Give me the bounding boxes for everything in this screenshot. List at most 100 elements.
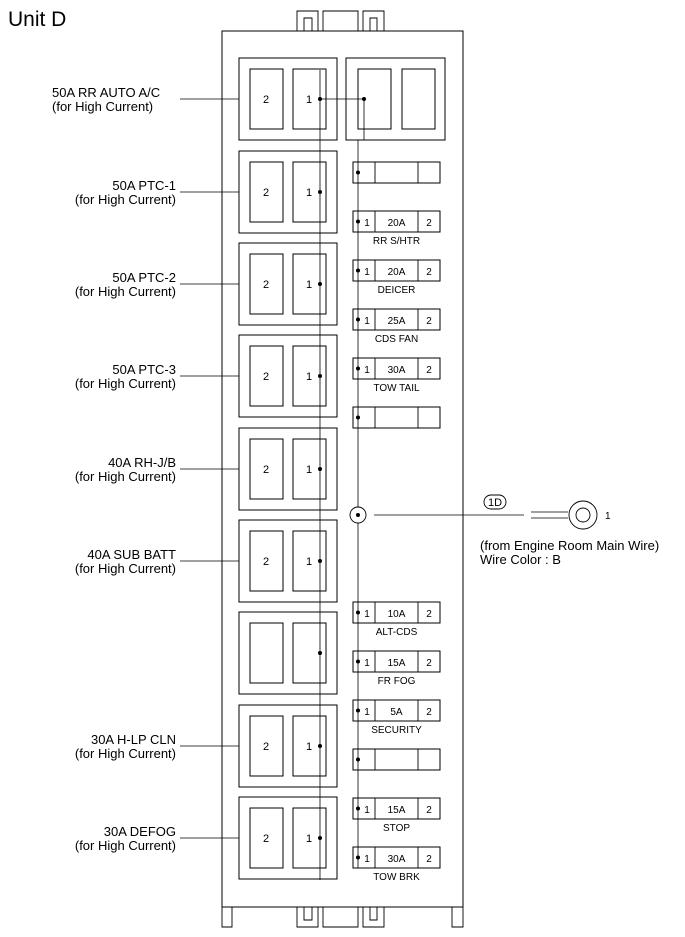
fuse-name: CDS FAN — [375, 334, 418, 345]
terminal-number: 2 — [263, 833, 269, 845]
fuse-amperage: 25A — [388, 316, 406, 327]
terminal-number: 1 — [364, 609, 370, 620]
terminal-number: 1 — [364, 658, 370, 669]
terminal-number: 2 — [426, 854, 432, 865]
bottom-latch-tab — [221, 907, 233, 928]
bus-wires — [319, 70, 365, 880]
terminal-number: 2 — [426, 707, 432, 718]
terminal-number: 1 — [306, 371, 312, 383]
fuse-sublabel: (for High Current) — [75, 561, 176, 576]
terminal-number: 1 — [364, 365, 370, 376]
large-fuse-terminal-2 — [249, 530, 284, 592]
terminal-number: 2 — [263, 464, 269, 476]
top-latch-tab — [362, 10, 385, 31]
ground-connector: 1D 1 (from Engine Room Main Wire) Wire C… — [349, 494, 659, 567]
fuse-label: 40A SUB BATT — [87, 547, 176, 562]
large-fuse-slot: 2 1 50A PTC-1(for High Current) — [75, 150, 338, 234]
fuse-sublabel: (for High Current) — [75, 192, 176, 207]
top-latch-tab — [296, 10, 319, 31]
large-fuse-terminal-2 — [249, 807, 284, 869]
bolt-terminal-dot — [356, 513, 360, 517]
large-fuse-terminal-2 — [249, 161, 284, 223]
terminal-number: 2 — [426, 267, 432, 278]
terminal-number: 1 — [364, 218, 370, 229]
terminal-number: 1 — [306, 187, 312, 199]
terminal-number: 2 — [426, 365, 432, 376]
terminal-number: 2 — [263, 279, 269, 291]
fuse-amperage: 20A — [388, 218, 406, 229]
connector-code-badge — [483, 494, 507, 510]
fuse-amperage: 15A — [388, 658, 406, 669]
terminal-number: 1 — [306, 279, 312, 291]
terminal-number: 1 — [364, 805, 370, 816]
small-fuse-slot — [352, 748, 441, 771]
fuse-sublabel: (for High Current) — [75, 746, 176, 761]
fuse-amperage: 10A — [388, 609, 406, 620]
fuse-sublabel: (for High Current) — [75, 376, 176, 391]
terminal-number: 2 — [263, 187, 269, 199]
terminal-number: 1 — [306, 556, 312, 568]
large-fuse-terminal-2 — [249, 438, 284, 500]
top-latch-tab — [322, 10, 359, 31]
fuse-name: STOP — [383, 823, 410, 834]
bottom-latch-tab — [322, 907, 359, 928]
fuse-name: FR FOG — [378, 676, 416, 687]
small-fuse-slot — [352, 406, 441, 429]
fuse-label: 50A PTC-3 — [112, 362, 176, 377]
fuse-label: 50A RR AUTO A/C — [52, 85, 160, 100]
fuse-amperage: 30A — [388, 365, 406, 376]
terminal-number: 2 — [426, 805, 432, 816]
connector-note-line1: (from Engine Room Main Wire) — [480, 538, 659, 553]
terminal-number: 2 — [263, 741, 269, 753]
top-latch-tab — [303, 17, 313, 31]
bottom-latch-tab — [362, 907, 385, 928]
small-fuse-body — [352, 161, 441, 184]
large-fuse-terminal-2 — [249, 622, 284, 684]
ring-terminal-hole — [575, 507, 591, 523]
terminal-number: 1 — [364, 854, 370, 865]
connector-code: 1D — [488, 497, 502, 509]
large-fuse-terminal-2 — [249, 715, 284, 777]
fuse-name: RR S/HTR — [373, 236, 420, 247]
fuse-label: 50A PTC-1 — [112, 178, 176, 193]
fuse-name: TOW TAIL — [373, 383, 420, 394]
fuse-sublabel: (for High Current) — [52, 99, 153, 114]
ring-terminal-pin: 1 — [605, 511, 611, 522]
large-fuse-terminal-1 — [292, 622, 327, 684]
terminal-number: 2 — [426, 316, 432, 327]
terminal-number: 1 — [364, 707, 370, 718]
bottom-latch-tab — [303, 907, 313, 921]
fuse-sublabel: (for High Current) — [75, 469, 176, 484]
fuse-amperage: 20A — [388, 267, 406, 278]
fuse-sublabel: (for High Current) — [75, 284, 176, 299]
terminal-number: 1 — [306, 741, 312, 753]
terminal-number: 1 — [306, 833, 312, 845]
fuse-sublabel: (for High Current) — [75, 838, 176, 853]
fuse-name: DEICER — [378, 285, 416, 296]
large-fuse-terminal-2 — [249, 68, 284, 130]
fuse-name: SECURITY — [371, 725, 422, 736]
terminal-number: 2 — [263, 94, 269, 106]
bottom-latch-tab — [369, 907, 378, 921]
connector-note-line2: Wire Color : B — [480, 552, 561, 567]
large-fuse-terminal-2 — [249, 345, 284, 407]
fuse-amperage: 5A — [390, 707, 403, 718]
fuse-amperage: 15A — [388, 805, 406, 816]
fuse-name: TOW BRK — [373, 872, 420, 883]
bottom-latch-tab — [451, 907, 464, 928]
bottom-latch-tab — [296, 907, 319, 928]
